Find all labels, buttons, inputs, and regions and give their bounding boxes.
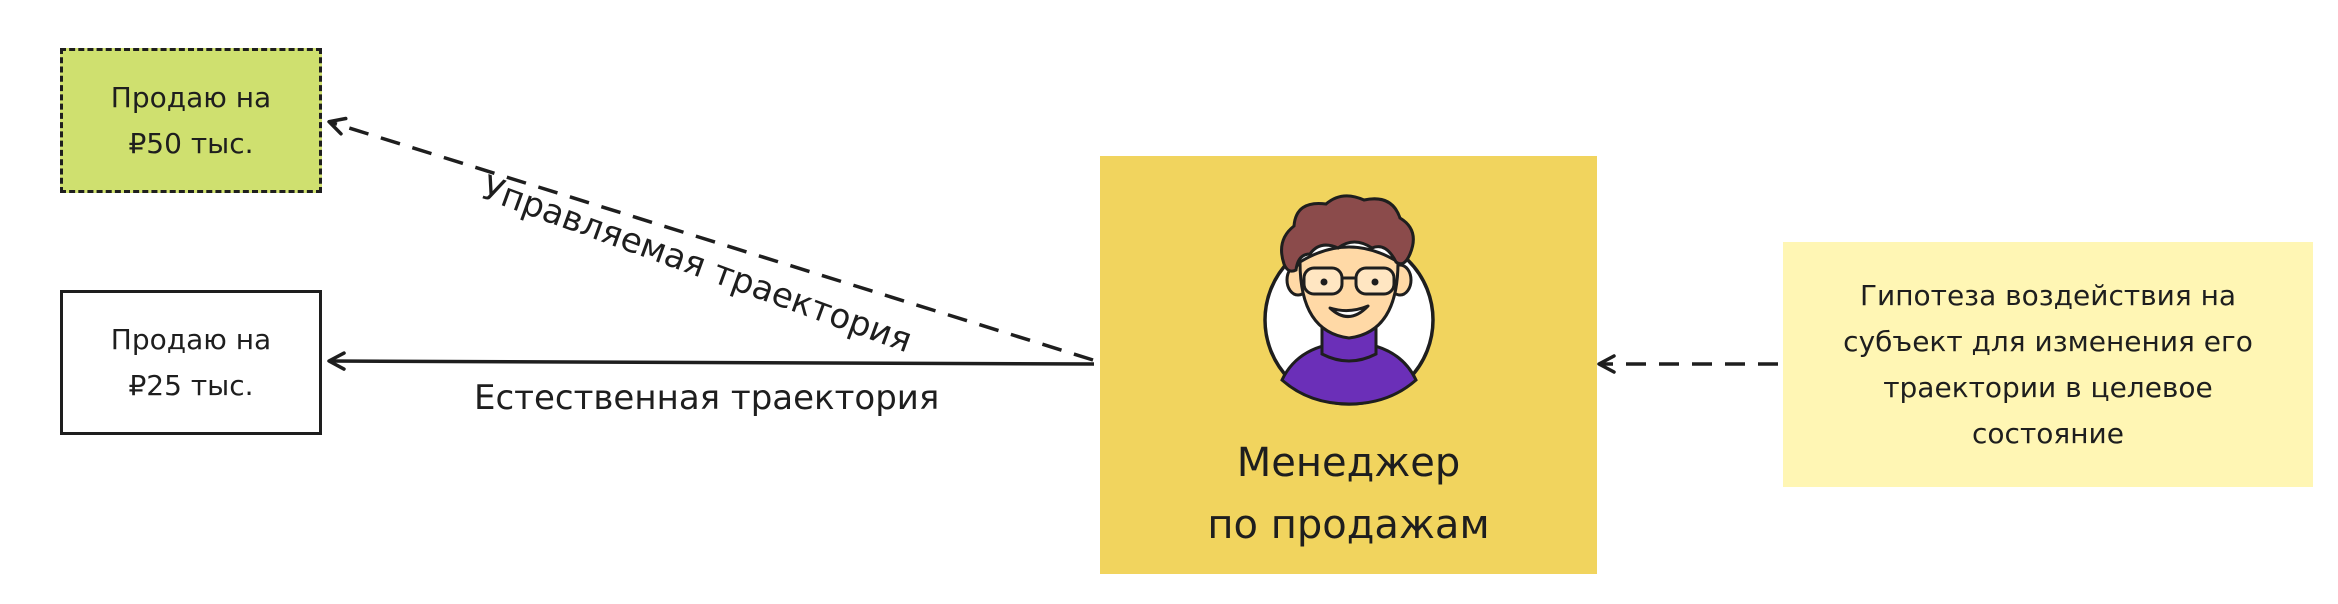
natural-trajectory-arrow xyxy=(327,351,1095,371)
manager-label-line2: по продажам xyxy=(1207,502,1490,548)
manager-label-line1: Менеджер xyxy=(1236,440,1461,486)
natural-trajectory-label: Естественная траектория xyxy=(474,378,940,418)
hypothesis-line2: субъект для изменения его xyxy=(1843,324,2253,358)
hypothesis-line4: состояние xyxy=(1972,416,2124,450)
hypothesis-line1: Гипотеза воздействия на xyxy=(1859,278,2237,312)
manager-label: Менеджер по продажам xyxy=(1207,432,1489,556)
sale-25k-node[interactable]: Продаю на ₽25 тыс. xyxy=(60,290,322,435)
sales-manager-node[interactable]: Менеджер по продажам xyxy=(1100,156,1597,574)
sale-25k-line1: Продаю на xyxy=(110,322,272,356)
controlled-trajectory-arrow xyxy=(327,116,1094,362)
sale-50k-node[interactable]: Продаю на ₽50 тыс. xyxy=(60,48,322,193)
manager-avatar-icon xyxy=(1262,194,1435,406)
hypothesis-node[interactable]: Гипотеза воздействия на субъект для изме… xyxy=(1783,242,2313,487)
sale-25k-line2: ₽25 тыс. xyxy=(128,368,254,402)
sale-50k-line2: ₽50 тыс. xyxy=(128,126,254,160)
hypothesis-line3: траектории в целевое xyxy=(1883,370,2213,404)
sale-50k-line1: Продаю на xyxy=(110,80,272,114)
